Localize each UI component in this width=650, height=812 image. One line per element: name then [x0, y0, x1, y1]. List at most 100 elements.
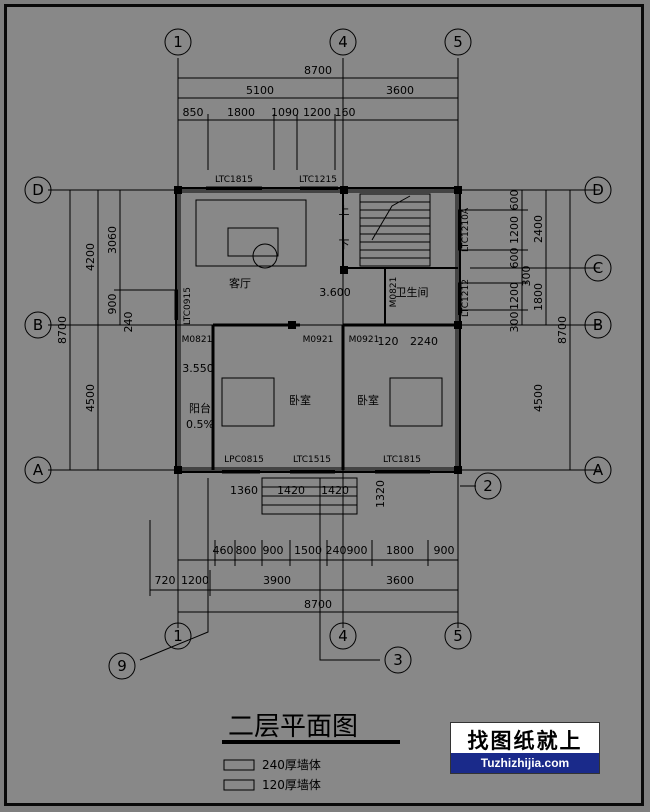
- dim-bot-900a: 900: [263, 544, 284, 557]
- dim-mid-2240: 2240: [410, 335, 438, 348]
- dim-top-850: 850: [183, 106, 204, 119]
- window-ltc1815-bottom: LTC1815: [383, 455, 421, 465]
- window-ltc1212: LTC1212: [461, 279, 471, 317]
- dim-top-total: 8700: [304, 64, 332, 77]
- door-m0921-a: M0921: [303, 335, 334, 345]
- dim-left-4500: 4500: [84, 384, 97, 412]
- dim-stair-1360: 1360: [230, 484, 258, 497]
- axis-label-D-left: D: [32, 181, 44, 199]
- stair-down-label: 下: [339, 238, 350, 251]
- axis-bubble-C-right: [584, 254, 612, 282]
- axis-label-B-right: B: [593, 316, 603, 334]
- axis-bubble-D-left: [24, 176, 52, 204]
- dim-left-4200: 4200: [84, 243, 97, 271]
- room-balcony: 阳台: [189, 401, 211, 415]
- dim-left-240: 240: [122, 312, 135, 333]
- dim-top-1200: 1200: [303, 106, 331, 119]
- dim-top-1090: 1090: [271, 106, 299, 119]
- dim-right-300b: 300: [508, 312, 521, 333]
- room-bathroom: 卫生间: [396, 285, 429, 299]
- dim-bot-1200: 1200: [181, 574, 209, 587]
- dim-right-600a: 600: [508, 190, 521, 211]
- dim-stair-1420a: 1420: [277, 484, 305, 497]
- axis-bubble-A-right: [584, 456, 612, 484]
- level-3600: 3.600: [319, 286, 351, 299]
- dim-bot-3600: 3600: [386, 574, 414, 587]
- dim-right-1800: 1800: [532, 283, 545, 311]
- brand-watermark: 找图纸就上 Tuzhizhijia.com: [450, 722, 600, 774]
- axis-label-5-top: 5: [453, 33, 463, 51]
- brand-name: 找图纸就上: [467, 729, 583, 753]
- axis-bubble-4-top: [329, 28, 357, 56]
- axis-label-C-right: C: [593, 259, 603, 277]
- dim-bot-1500: 1500: [294, 544, 322, 557]
- section-label-2: 2: [483, 477, 493, 495]
- dim-right-4500: 4500: [532, 384, 545, 412]
- window-ltc1515: LTC1515: [293, 455, 331, 465]
- door-m0821-bath: M0821: [389, 277, 399, 308]
- drawing-title: 二层平面图: [228, 712, 358, 742]
- axis-label-1-top: 1: [173, 33, 183, 51]
- dim-right-8700: 8700: [556, 316, 569, 344]
- axis-bubble-1-bottom: [164, 622, 192, 650]
- dim-top-5100: 5100: [246, 84, 274, 97]
- dim-top-3600: 3600: [386, 84, 414, 97]
- window-ltc1815-top: LTC1815: [215, 175, 253, 185]
- dim-stair-1320: 1320: [374, 480, 387, 508]
- section-bubble-3: [384, 646, 412, 674]
- section-bubble-2: [474, 472, 502, 500]
- dim-stair-1420b: 1420: [321, 484, 349, 497]
- axis-label-4-bottom: 4: [338, 627, 348, 645]
- dim-right-2400: 2400: [532, 215, 545, 243]
- dim-bot-460: 460: [213, 544, 234, 557]
- window-ltc0915: LTC0915: [183, 287, 193, 325]
- dim-top-1800: 1800: [227, 106, 255, 119]
- dim-left-8700: 8700: [56, 316, 69, 344]
- axis-bubble-A-left: [24, 456, 52, 484]
- dim-right-600b: 600: [508, 248, 521, 269]
- dim-right-1200b: 1200: [508, 282, 521, 310]
- axis-bubble-B-left: [24, 311, 52, 339]
- brand-url: Tuzhizhijia.com: [451, 753, 599, 773]
- dim-left-900: 900: [106, 294, 119, 315]
- axis-bubble-B-right: [584, 311, 612, 339]
- dim-bot-1800: 1800: [386, 544, 414, 557]
- axis-bubble-1-top: [164, 28, 192, 56]
- section-bubble-9: [108, 652, 136, 680]
- dim-bot-900c: 900: [434, 544, 455, 557]
- stair-up-label: 上: [339, 204, 350, 217]
- legend-240-label: 240厚墙体: [262, 758, 321, 772]
- dim-bot-240: 240: [326, 544, 347, 557]
- room-living: 客厅: [229, 276, 251, 290]
- room-bedroom-1: 卧室: [289, 393, 311, 407]
- dim-bot-720: 720: [155, 574, 176, 587]
- dim-right-1200a: 1200: [508, 216, 521, 244]
- axis-label-1-bottom: 1: [173, 627, 183, 645]
- dim-left-3060: 3060: [106, 226, 119, 254]
- dim-mid-120: 120: [378, 335, 399, 348]
- axis-label-4-top: 4: [338, 33, 348, 51]
- window-ltc1210a: LTC1210A: [461, 207, 471, 252]
- dim-bot-total: 8700: [304, 598, 332, 611]
- level-3550: 3.550: [182, 362, 214, 375]
- axis-label-D-right: D: [592, 181, 604, 199]
- section-label-9: 9: [117, 657, 127, 675]
- dim-right-300a: 300: [520, 266, 533, 287]
- axis-bubble-4-bottom: [329, 622, 357, 650]
- dim-bot-800: 800: [236, 544, 257, 557]
- axis-label-B-left: B: [33, 316, 43, 334]
- axis-bubble-D-right: [584, 176, 612, 204]
- section-label-3: 3: [393, 651, 403, 669]
- dim-top-160: 160: [335, 106, 356, 119]
- balcony-slope: 0.5%: [186, 418, 214, 431]
- dim-bot-900b: 900: [347, 544, 368, 557]
- axis-label-A-left: A: [33, 461, 44, 479]
- door-m0921-b: M0921: [349, 335, 380, 345]
- axis-label-5-bottom: 5: [453, 627, 463, 645]
- legend-120-label: 120厚墙体: [262, 778, 321, 792]
- door-m0821-left: M0821: [182, 335, 213, 345]
- window-ltc1215: LTC1215: [299, 175, 337, 185]
- window-lpc0815: LPC0815: [224, 455, 264, 465]
- room-bedroom-2: 卧室: [357, 393, 379, 407]
